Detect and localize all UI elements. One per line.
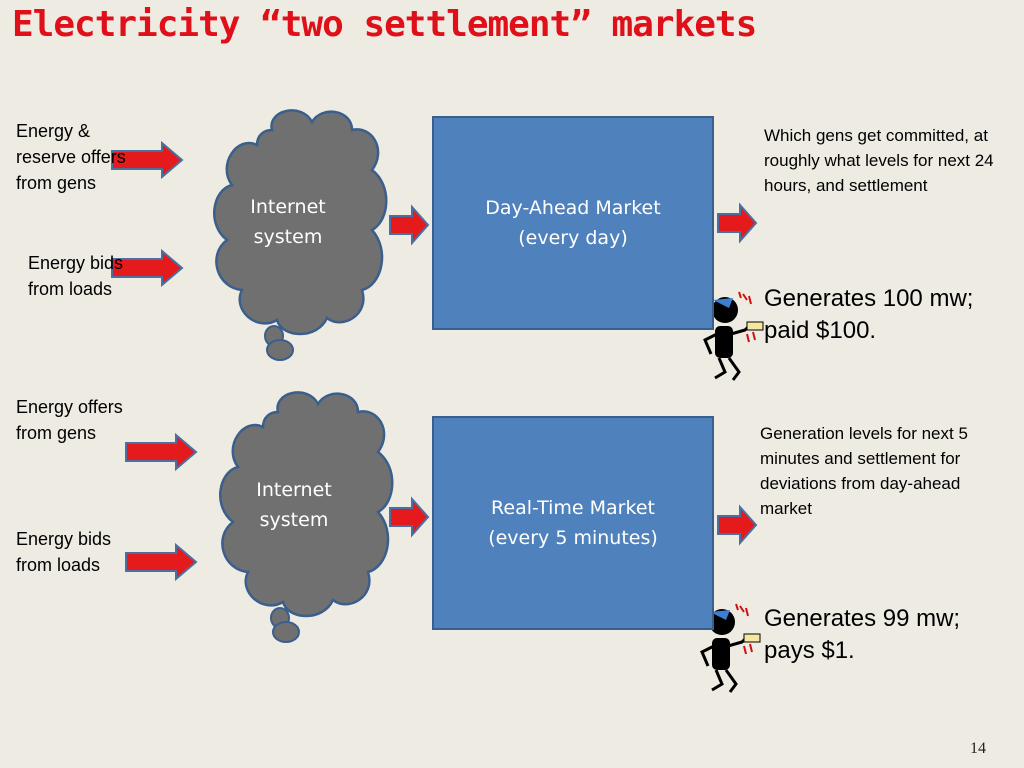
cloud-label-line: system bbox=[259, 509, 329, 531]
top-input-bids-label: Energy bids from loads bbox=[28, 253, 124, 299]
bottom-result-label: Generates 99 mw; pays $1. bbox=[764, 603, 1024, 667]
arrow-to-market bbox=[389, 206, 429, 244]
input-arrow bbox=[125, 434, 197, 470]
day-ahead-market-box: Day-Ahead Market (every day) bbox=[432, 116, 714, 330]
result-line: Generates 99 mw; bbox=[764, 605, 961, 632]
top-result-label: Generates 100 mw; paid $100. bbox=[764, 283, 1024, 347]
cloud-label-line: Internet bbox=[256, 479, 332, 501]
market-name: Real-Time Market bbox=[491, 497, 655, 519]
top-output-label: Which gens get committed, at roughly wha… bbox=[764, 126, 994, 195]
output-arrow bbox=[717, 204, 757, 242]
bottom-output-label: Generation levels for next 5 minutes and… bbox=[760, 424, 968, 518]
top-input-offers-label: Energy & reserve offers from gens bbox=[16, 121, 126, 193]
result-line: pays $1. bbox=[764, 637, 855, 664]
bottom-cloud-label: Internet system bbox=[234, 475, 354, 535]
market-name: Day-Ahead Market bbox=[485, 197, 661, 219]
bottom-input-offers-label: Energy offers from gens bbox=[16, 397, 123, 443]
result-line: Generates 100 mw; bbox=[764, 285, 974, 312]
bottom-input-bids-label: Energy bids from loads bbox=[16, 529, 112, 575]
slide-title: Electricity “two settlement” markets bbox=[12, 4, 757, 45]
page-number: 14 bbox=[970, 740, 986, 757]
market-frequency: (every 5 minutes) bbox=[488, 527, 658, 549]
market-frequency: (every day) bbox=[518, 227, 628, 249]
result-line: paid $100. bbox=[764, 317, 877, 344]
input-arrow bbox=[125, 544, 197, 580]
cloud-label-line: Internet bbox=[250, 196, 326, 218]
arrow-to-market bbox=[389, 498, 429, 536]
cloud-label-line: system bbox=[253, 226, 323, 248]
output-arrow bbox=[717, 506, 757, 544]
top-cloud-label: Internet system bbox=[228, 192, 348, 252]
real-time-market-box: Real-Time Market (every 5 minutes) bbox=[432, 416, 714, 630]
